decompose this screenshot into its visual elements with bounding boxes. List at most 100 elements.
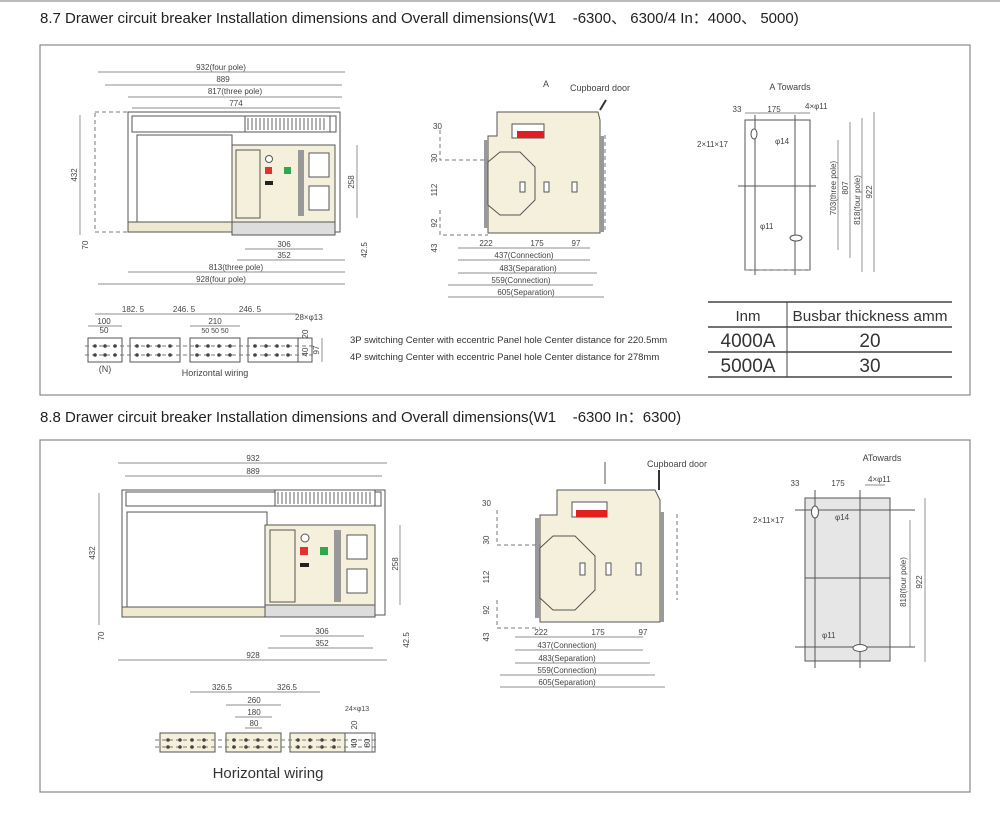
bolt-hole — [253, 344, 257, 348]
horizontal-wiring-88 — [155, 732, 378, 753]
dim-label: 807 — [841, 181, 850, 195]
dim-label: 30 — [433, 122, 442, 131]
section-87-frame — [39, 44, 971, 396]
a-towards-view-88 — [795, 490, 915, 668]
bolt-hole — [264, 344, 268, 348]
dim-label: 260 — [247, 696, 261, 705]
bolt-hole — [232, 745, 236, 749]
dim-label: 432 — [88, 546, 97, 560]
dim-label: 20 — [301, 329, 310, 338]
dim-label: 175 — [530, 239, 544, 248]
dim-label: 222 — [479, 239, 493, 248]
bolt-hole — [103, 353, 107, 357]
dim-label: 70 — [81, 240, 90, 249]
dim-label: 42.5 — [360, 242, 369, 258]
dim-label: 437(Connection) — [494, 251, 553, 260]
bolt-hole — [268, 745, 272, 749]
dim-label: 559(Connection) — [537, 666, 596, 675]
bolt-hole — [308, 745, 312, 749]
bolt-hole — [320, 745, 324, 749]
dim-label: 4×φ11 — [805, 102, 828, 111]
note-3p: 3P switching Center with eccentric Panel… — [350, 335, 667, 346]
bolt-hole — [286, 353, 290, 357]
dim-label: 40 — [301, 347, 310, 356]
dim-label: 922 — [865, 185, 874, 199]
bolt-hole — [228, 344, 232, 348]
bolt-hole — [332, 745, 336, 749]
bolt-hole — [178, 745, 182, 749]
bolt-hole — [146, 344, 150, 348]
dim-label: 28×φ13 — [295, 313, 323, 322]
dim-label: 30 — [482, 535, 491, 544]
dim-label: 818(four pole) — [899, 557, 908, 607]
on-button — [320, 547, 328, 555]
table-header: Inm — [735, 308, 760, 325]
bolt-hole — [195, 344, 199, 348]
dim-label: 180 — [247, 708, 261, 717]
bolt-hole — [253, 353, 257, 357]
dim-label: φ14 — [835, 513, 850, 522]
bolt-hole — [157, 344, 161, 348]
dim-label: 352 — [277, 251, 291, 260]
table-cell: 30 — [859, 356, 880, 377]
bolt-hole — [195, 353, 199, 357]
side-view-87 — [439, 99, 607, 236]
bolt-hole — [135, 344, 139, 348]
four-pole-extension — [94, 111, 129, 233]
bolt-hole — [178, 738, 182, 742]
bolt-hole — [296, 745, 300, 749]
cupboard-door-label: Cupboard door — [570, 83, 630, 93]
bolt-hole — [202, 745, 206, 749]
on-button — [284, 167, 291, 174]
note-4p: 4P switching Center with eccentric Panel… — [350, 352, 659, 363]
dim-label: 813(three pole) — [209, 263, 264, 272]
horizontal-wiring-87 — [85, 337, 315, 363]
bolt-hole — [244, 745, 248, 749]
bolt-hole — [256, 738, 260, 742]
dim-label: 30 — [482, 499, 491, 508]
bolt-hole — [113, 344, 117, 348]
dim-label: 605(Separation) — [497, 288, 555, 297]
dim-label: 182. 5 — [122, 305, 145, 314]
bolt-hole — [202, 738, 206, 742]
table-cell: 20 — [859, 331, 880, 352]
bolt-hole — [232, 738, 236, 742]
bolt-hole — [256, 745, 260, 749]
bolt-hole — [190, 745, 194, 749]
table-cell: 5000A — [721, 356, 776, 377]
dim-label: 889 — [246, 467, 260, 476]
bolt-hole — [93, 353, 97, 357]
dim-label: 70 — [97, 631, 106, 640]
a-towards-view-87 — [738, 115, 816, 275]
dim-label: 932 — [246, 454, 260, 463]
bolt-hole — [275, 344, 279, 348]
side-view-88 — [496, 462, 678, 629]
dim-label: 306 — [315, 627, 329, 636]
dim-label: 24×φ13 — [345, 706, 369, 713]
bolt-hole — [244, 738, 248, 742]
cradle-left-panel — [136, 134, 233, 223]
dim-label: 175 — [767, 105, 781, 114]
table-cell: 4000A — [721, 331, 776, 352]
dim-label: 4×φ11 — [868, 475, 891, 484]
dim-label: 43 — [482, 632, 491, 641]
wiring-caption: Horizontal wiring — [182, 368, 249, 378]
dim-label: 246. 5 — [239, 305, 262, 314]
dim-label: 2×11×17 — [753, 516, 785, 525]
dim-label: 928(four pole) — [196, 275, 246, 284]
dim-label: 97 — [312, 345, 321, 354]
indicator-red — [517, 131, 544, 138]
neutral-label: (N) — [99, 364, 112, 374]
bolt-hole — [308, 738, 312, 742]
bolt-hole — [168, 353, 172, 357]
front-view-88 — [121, 489, 386, 618]
bolt-hole — [166, 738, 170, 742]
dim-label: 818(four pole) — [853, 175, 862, 225]
dim-label: 437(Connection) — [537, 641, 596, 650]
dim-label: φ14 — [775, 137, 790, 146]
dim-label: 483(Separation) — [538, 654, 596, 663]
dim-label: 326.5 — [277, 683, 298, 692]
dim-label: 33 — [791, 479, 800, 488]
bolt-hole — [264, 353, 268, 357]
